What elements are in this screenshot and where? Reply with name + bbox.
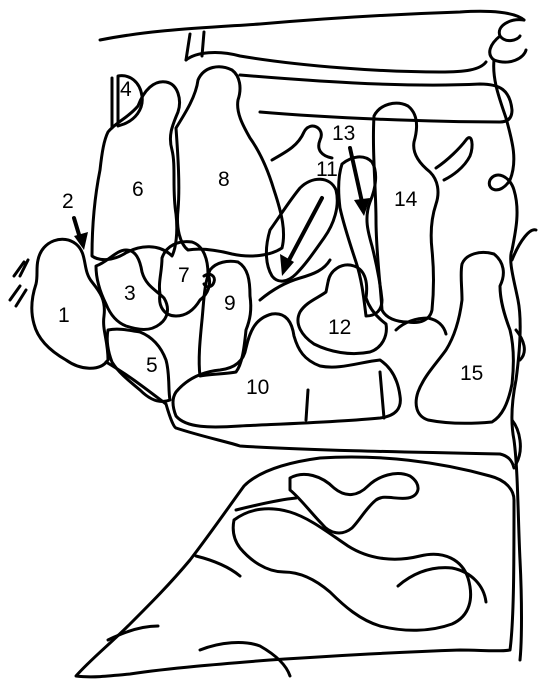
figure-15-arm [394, 316, 448, 336]
label-4: 4 [120, 78, 132, 101]
figure-14-hand [434, 136, 474, 182]
figure-1 [30, 237, 110, 370]
figure-10 [171, 312, 402, 429]
figure-8 [174, 65, 286, 258]
top-ribbon [184, 51, 488, 74]
left-tuft [8, 258, 30, 308]
figure-14 [371, 101, 440, 324]
figure-11 [264, 177, 339, 283]
arrow-13-head [354, 198, 370, 216]
lower-shape-outer [74, 455, 516, 679]
figure-6 [90, 80, 181, 262]
label-12: 12 [328, 316, 351, 339]
right-edge [487, 58, 523, 662]
figure-7 [157, 240, 212, 318]
label-6: 6 [132, 178, 144, 201]
figure-11-arm [258, 124, 334, 302]
arrow-11-head [280, 254, 294, 276]
label-1: 1 [58, 304, 70, 327]
far-right-bumps [510, 228, 538, 466]
figure-12 [296, 263, 388, 356]
arrow-13-shaft [348, 146, 364, 204]
top-edge [98, 9, 526, 42]
lower-shape-inner [231, 507, 473, 632]
figure-15 [414, 250, 515, 425]
label-15: 15 [460, 362, 483, 385]
label-8: 8 [218, 168, 230, 191]
label-10: 10 [246, 376, 269, 399]
ground-band [174, 370, 516, 470]
figure-5 [105, 327, 172, 404]
label-9: 9 [224, 292, 236, 315]
lower-shape-line [106, 496, 298, 642]
arrow-2-head [74, 232, 88, 250]
label-5: 5 [146, 354, 158, 377]
lower-shape-top [288, 472, 420, 535]
lower-shape-curve [198, 566, 488, 678]
upper-band [238, 73, 514, 124]
right-curls [488, 18, 528, 64]
label-3: 3 [124, 282, 136, 305]
label-7: 7 [178, 264, 190, 287]
top-connector-left [184, 32, 192, 62]
arrow-11-shaft [286, 196, 324, 264]
label-14: 14 [394, 188, 418, 211]
label-13: 13 [332, 122, 355, 145]
ground-edge [104, 360, 178, 430]
label-11: 11 [316, 158, 338, 181]
label-2: 2 [62, 190, 74, 213]
